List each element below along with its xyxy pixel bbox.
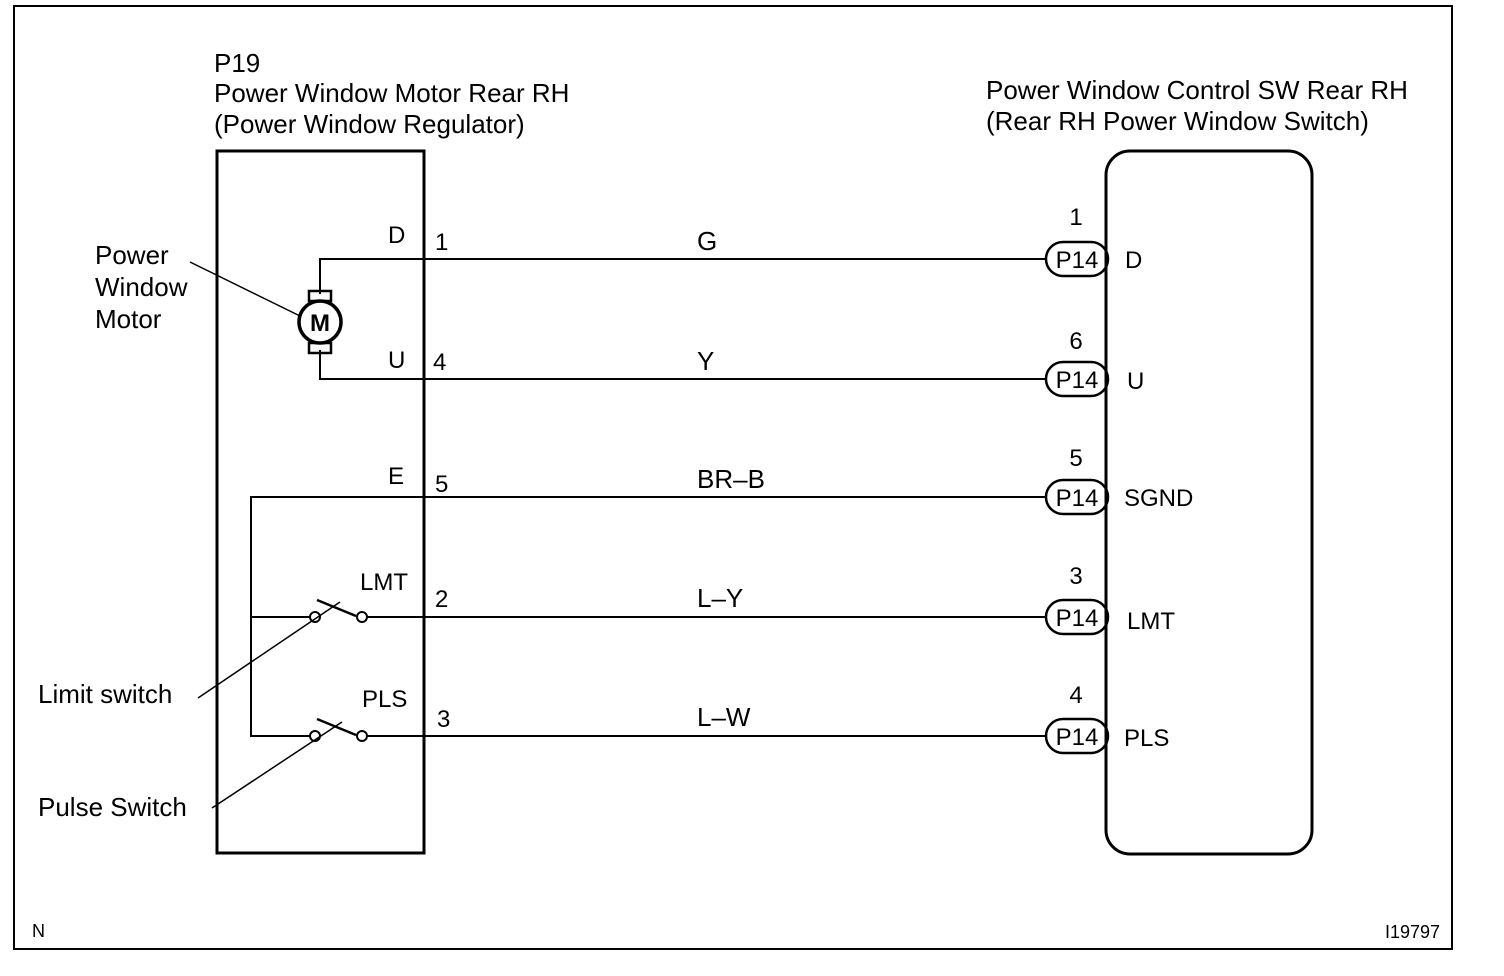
wire-color-code: L–Y: [697, 583, 743, 613]
motor-terminal-name: U: [388, 347, 405, 374]
motor-internal-wire: [319, 350, 424, 380]
corner-mark: N: [32, 921, 45, 941]
limit-switch-callout: Limit switch: [38, 601, 341, 709]
motor-leader-line: [189, 261, 301, 317]
harness-wires: G Y BR–B L–Y L–W: [424, 226, 1046, 737]
motor-pin-number: 5: [435, 471, 448, 498]
wire-color-code: Y: [697, 346, 714, 376]
connector-badge-label: P14: [1056, 247, 1099, 274]
motor-pin-number: 4: [433, 349, 446, 376]
connector-badge-label: P14: [1056, 367, 1099, 394]
motor-internal-wire: [319, 258, 424, 294]
wire-color-code: G: [697, 226, 717, 256]
motor-terminal-name: D: [388, 222, 405, 249]
motor-pin-number: 1: [435, 229, 448, 256]
figure-id: I19797: [1385, 922, 1440, 942]
motor-unit-box: [215, 149, 426, 855]
motor-terminal-name: LMT: [360, 569, 408, 596]
connector-badge-label: P14: [1056, 605, 1099, 632]
motor-unit-subtitle: (Power Window Regulator): [214, 109, 525, 139]
limit-switch-leader-line: [197, 601, 341, 699]
motor-callout-line: Window: [95, 272, 188, 302]
switch-pin-number: 5: [1069, 445, 1082, 472]
motor-unit: P19 Power Window Motor Rear RH (Power Wi…: [214, 48, 569, 855]
motor-callout-line: Motor: [95, 304, 162, 334]
connector-badge: P14: [1044, 478, 1110, 516]
control-switch: Power Window Control SW Rear RH (Rear RH…: [986, 75, 1408, 856]
switch-terminal-name: D: [1125, 247, 1142, 274]
switch-terminal-name: LMT: [1127, 608, 1175, 635]
motor-symbol-letter: M: [310, 310, 330, 337]
motor-unit-title: Power Window Motor Rear RH: [214, 78, 569, 108]
connector-badge: P14: [1044, 360, 1110, 398]
diagram-frame: [13, 5, 1453, 950]
motor-pin-number: 3: [437, 706, 450, 733]
motor-pin-number: 2: [435, 586, 448, 613]
connector-badge: P14: [1044, 717, 1110, 755]
pulse-switch-leader-line: [211, 721, 343, 809]
motor-symbol: M: [297, 289, 343, 355]
switch-terminal-name: PLS: [1124, 725, 1169, 752]
motor-terminal-name: E: [388, 463, 404, 490]
control-switch-subtitle: (Rear RH Power Window Switch): [986, 106, 1369, 136]
limit-switch-symbol: [309, 598, 424, 623]
connector-badge-label: P14: [1056, 485, 1099, 512]
motor-unit-connector-id: P19: [214, 48, 260, 78]
connector-badge-label: P14: [1056, 724, 1099, 751]
pulse-switch-label: Pulse Switch: [38, 792, 187, 822]
motor-callout: Power Window Motor: [95, 240, 301, 334]
connector-badge: P14: [1044, 240, 1110, 278]
wire-color-code: BR–B: [697, 464, 765, 494]
motor-terminal-name: PLS: [362, 686, 407, 713]
wire-color-code: L–W: [697, 702, 751, 732]
pulse-switch-callout: Pulse Switch: [38, 721, 343, 822]
limit-switch-label: Limit switch: [38, 679, 172, 709]
switch-pin-number: 4: [1069, 682, 1082, 709]
switch-pin-number: 3: [1069, 563, 1082, 590]
connector-badge: P14: [1044, 598, 1110, 636]
pulse-switch-symbol: [309, 717, 424, 742]
switch-pin-number: 6: [1069, 328, 1082, 355]
motor-callout-line: Power: [95, 240, 169, 270]
switch-terminal-name: U: [1127, 368, 1144, 395]
switch-terminal-name: SGND: [1124, 485, 1193, 512]
control-switch-title: Power Window Control SW Rear RH: [986, 75, 1408, 105]
switch-pin-number: 1: [1069, 204, 1082, 231]
